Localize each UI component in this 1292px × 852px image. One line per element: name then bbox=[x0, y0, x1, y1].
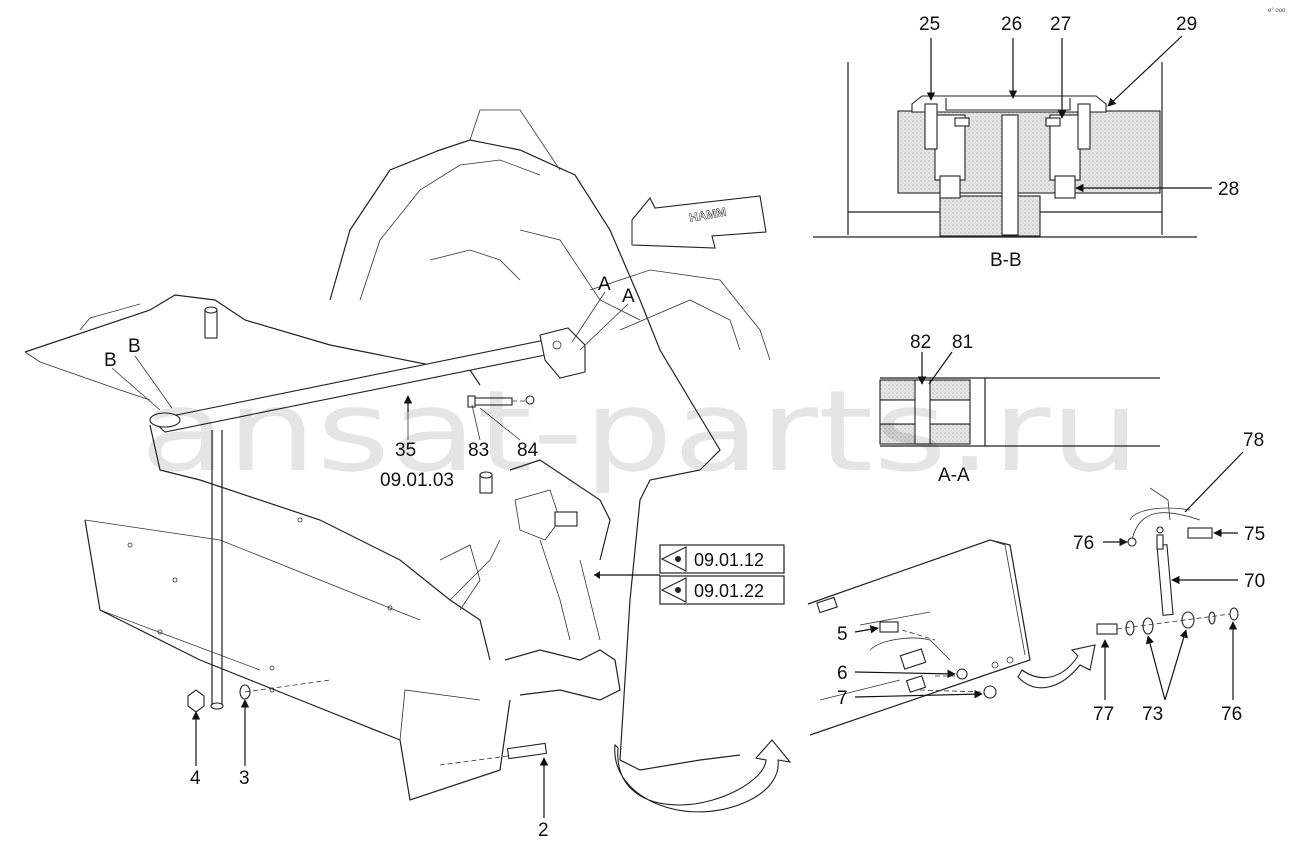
callout-2: 2 bbox=[538, 820, 549, 841]
section-a-a bbox=[879, 377, 1160, 447]
section-marker-a-2: A bbox=[622, 286, 635, 307]
callout-5: 5 bbox=[837, 624, 848, 645]
section-marker-a-1: A bbox=[598, 274, 611, 295]
callout-77: 77 bbox=[1093, 704, 1114, 725]
callout-7: 7 bbox=[837, 688, 848, 709]
callout-73: 73 bbox=[1142, 704, 1163, 725]
callout-labels: 25 26 27 29 28 B-B 82 81 A-A A A B B 35 … bbox=[104, 8, 1286, 841]
right-detail-panel bbox=[807, 487, 1239, 736]
section-b-b bbox=[813, 62, 1197, 238]
hamm-logo-text: HAMM bbox=[688, 205, 727, 225]
callout-83: 83 bbox=[468, 440, 489, 461]
ref-09-01-03: 09.01.03 bbox=[380, 470, 454, 491]
curved-arrow-right bbox=[1017, 644, 1096, 689]
callout-25: 25 bbox=[919, 14, 940, 35]
callout-70: 70 bbox=[1244, 571, 1265, 592]
callout-75: 75 bbox=[1244, 524, 1265, 545]
machine-body-outline bbox=[24, 109, 771, 801]
ref-09-01-22: 09.01.22 bbox=[694, 581, 764, 601]
view-eye-icon bbox=[660, 577, 687, 603]
view-eye-icon bbox=[660, 546, 687, 572]
callout-27: 27 bbox=[1050, 14, 1071, 35]
watermark-text: ansat-parts.ru bbox=[140, 367, 1140, 497]
callout-4: 4 bbox=[190, 768, 201, 789]
reference-box-2[interactable]: 09.01.22 bbox=[659, 575, 785, 605]
callout-35: 35 bbox=[395, 440, 416, 461]
callout-6: 6 bbox=[837, 663, 848, 684]
section-marker-b-2: B bbox=[128, 336, 141, 357]
hamm-logo-arrow: HAMM bbox=[631, 195, 767, 249]
leader-lines bbox=[111, 35, 1244, 818]
section-label-b-b: B-B bbox=[990, 250, 1022, 271]
corner-mark: e° ooo bbox=[1268, 8, 1286, 14]
callout-29: 29 bbox=[1176, 14, 1197, 35]
reference-box-1[interactable]: 09.01.12 bbox=[659, 544, 785, 574]
callout-26: 26 bbox=[1001, 14, 1022, 35]
strut-bar bbox=[149, 327, 586, 433]
callout-76-bottom: 76 bbox=[1221, 704, 1242, 725]
callout-3: 3 bbox=[239, 768, 250, 789]
curved-arrow-bottom bbox=[614, 739, 792, 813]
callout-78: 78 bbox=[1243, 430, 1264, 451]
callout-82: 82 bbox=[910, 332, 931, 353]
bolt-83-84 bbox=[467, 395, 535, 408]
callout-81: 81 bbox=[952, 332, 973, 353]
ref-09-01-12: 09.01.12 bbox=[694, 550, 764, 570]
callout-84: 84 bbox=[517, 440, 539, 461]
callout-28: 28 bbox=[1218, 179, 1239, 200]
section-marker-b-1: B bbox=[104, 350, 117, 371]
callout-76-top: 76 bbox=[1073, 533, 1094, 554]
section-label-a-a: A-A bbox=[938, 465, 970, 486]
